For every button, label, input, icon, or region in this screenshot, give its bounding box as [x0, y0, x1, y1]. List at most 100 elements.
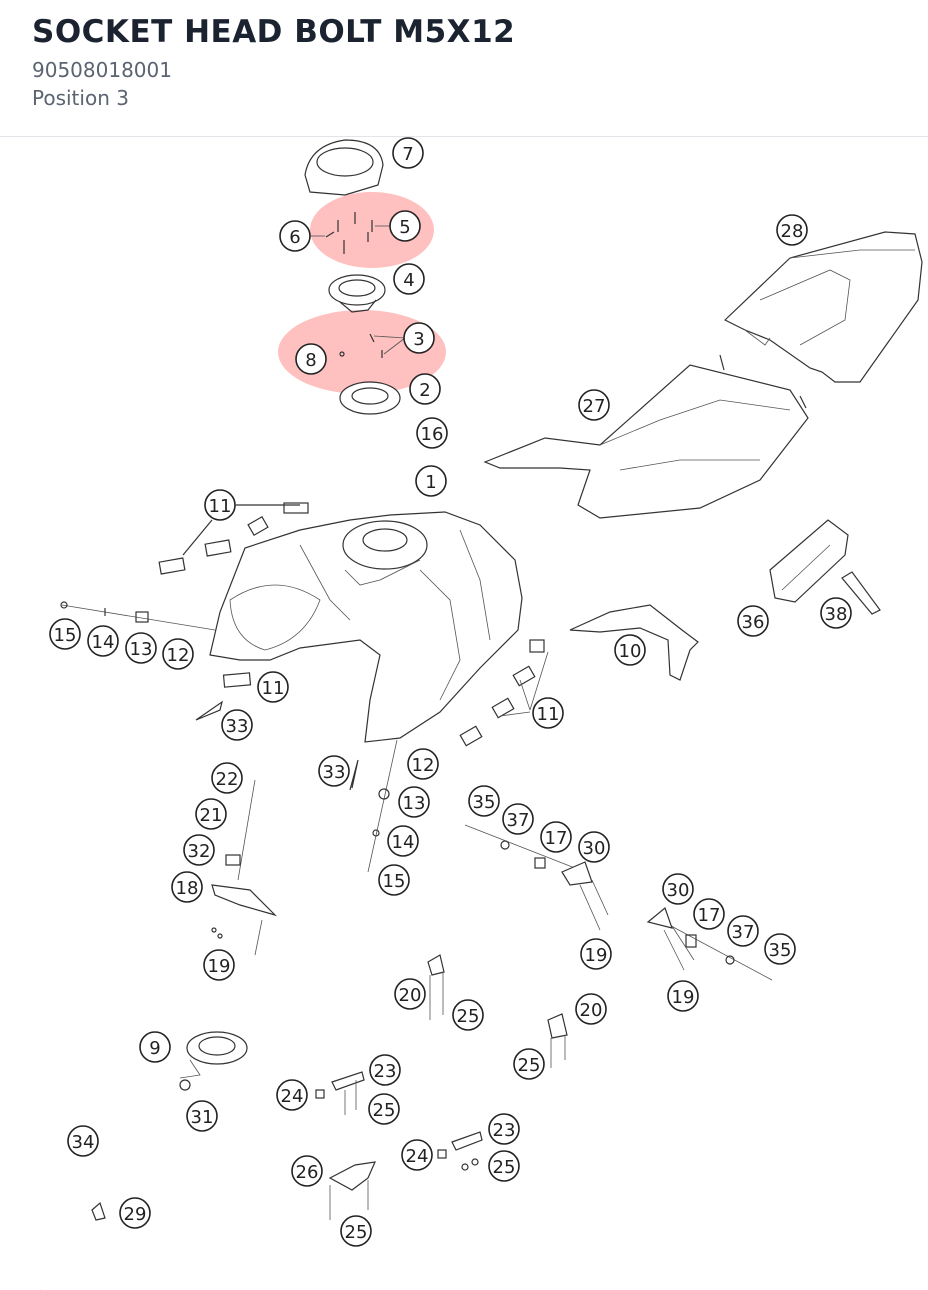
- callout-7[interactable]: 7: [392, 137, 424, 169]
- callout-30-upper[interactable]: 30: [578, 831, 610, 863]
- callout-33-left[interactable]: 33: [221, 709, 253, 741]
- svg-text:22: 22: [216, 769, 239, 790]
- fuel-filler-flange: [339, 381, 401, 415]
- bracket-left: [211, 779, 278, 956]
- callout-34[interactable]: 34: [67, 1125, 99, 1157]
- callout-24-b[interactable]: 24: [401, 1139, 433, 1171]
- callout-11-left[interactable]: 11: [257, 671, 289, 703]
- callout-23-b[interactable]: 23: [488, 1113, 520, 1145]
- callout-11-right[interactable]: 11: [532, 697, 564, 729]
- callout-14-left[interactable]: 14: [87, 625, 119, 657]
- svg-text:20: 20: [399, 985, 422, 1006]
- tank-mount: [349, 739, 398, 873]
- svg-text:17: 17: [545, 828, 568, 849]
- callout-15-mid[interactable]: 15: [378, 864, 410, 896]
- svg-text:19: 19: [585, 945, 608, 966]
- svg-text:14: 14: [92, 632, 115, 653]
- callout-19-right[interactable]: 19: [667, 980, 699, 1012]
- callout-15-left[interactable]: 15: [49, 618, 81, 650]
- callout-38[interactable]: 38: [820, 597, 852, 629]
- callout-19-mid[interactable]: 19: [580, 938, 612, 970]
- svg-text:33: 33: [226, 716, 249, 737]
- bracket-20-b: [547, 1013, 568, 1068]
- callout-17-lower[interactable]: 17: [693, 898, 725, 930]
- callout-36[interactable]: 36: [737, 605, 769, 637]
- svg-text:35: 35: [769, 940, 792, 961]
- callout-13-mid[interactable]: 13: [398, 786, 430, 818]
- svg-text:18: 18: [176, 878, 199, 899]
- callout-21[interactable]: 21: [195, 798, 227, 830]
- callout-17-upper[interactable]: 17: [540, 821, 572, 853]
- fuel-tank: [209, 511, 523, 743]
- callout-37-lower[interactable]: 37: [727, 915, 759, 947]
- callout-25-a[interactable]: 25: [452, 999, 484, 1031]
- bracket-23-b: [437, 1131, 483, 1171]
- bolts-3-8: [339, 333, 383, 358]
- callout-35-upper[interactable]: 35: [468, 785, 500, 817]
- callout-27[interactable]: 27: [578, 389, 610, 421]
- svg-text:4: 4: [403, 270, 414, 291]
- callout-16[interactable]: 16: [416, 417, 448, 449]
- svg-text:8: 8: [305, 350, 316, 371]
- callout-5[interactable]: 5: [389, 210, 421, 242]
- callout-23-a[interactable]: 23: [369, 1054, 401, 1086]
- callout-4[interactable]: 4: [393, 263, 425, 295]
- svg-text:10: 10: [619, 641, 642, 662]
- callout-8[interactable]: 8: [295, 343, 327, 375]
- callout-25-c[interactable]: 25: [368, 1093, 400, 1125]
- callout-12-left[interactable]: 12: [162, 638, 194, 670]
- callout-22[interactable]: 22: [211, 762, 243, 794]
- side-cover: [769, 519, 849, 603]
- callout-24-a[interactable]: 24: [276, 1079, 308, 1111]
- svg-text:35: 35: [473, 792, 496, 813]
- svg-text:14: 14: [392, 832, 415, 853]
- callout-13-left[interactable]: 13: [125, 632, 157, 664]
- callout-33-mid[interactable]: 33: [318, 755, 350, 787]
- callout-25-e[interactable]: 25: [340, 1215, 372, 1247]
- callout-31[interactable]: 31: [186, 1100, 218, 1132]
- callout-9[interactable]: 9: [139, 1031, 171, 1063]
- callout-35-lower[interactable]: 35: [764, 933, 796, 965]
- svg-text:13: 13: [403, 793, 426, 814]
- callout-25-b[interactable]: 25: [513, 1048, 545, 1080]
- callout-26[interactable]: 26: [291, 1155, 323, 1187]
- callout-6[interactable]: 6: [279, 220, 311, 252]
- svg-text:25: 25: [493, 1157, 516, 1178]
- callout-37-upper[interactable]: 37: [502, 803, 534, 835]
- highlight-position-3: [278, 310, 446, 394]
- callout-11-upper[interactable]: 11: [204, 489, 236, 521]
- knee-pad: [569, 604, 699, 681]
- svg-text:36: 36: [742, 612, 765, 633]
- svg-text:24: 24: [406, 1146, 429, 1167]
- callout-19-left[interactable]: 19: [203, 949, 235, 981]
- callout-12-mid[interactable]: 12: [407, 748, 439, 780]
- callout-20-a[interactable]: 20: [394, 978, 426, 1010]
- callout-14-mid[interactable]: 14: [387, 825, 419, 857]
- callout-25-d[interactable]: 25: [488, 1150, 520, 1182]
- callout-18[interactable]: 18: [171, 871, 203, 903]
- svg-text:6: 6: [289, 227, 300, 248]
- rear-seat: [723, 231, 923, 383]
- exploded-parts-diagram[interactable]: 7 6 5 4 3 8 2 16 1 28 27 11 15 14 13 12 …: [0, 137, 928, 1290]
- callout-2[interactable]: 2: [409, 373, 441, 405]
- svg-text:16: 16: [421, 424, 444, 445]
- callout-10[interactable]: 10: [614, 634, 646, 666]
- callout-32[interactable]: 32: [183, 834, 215, 866]
- svg-text:25: 25: [373, 1100, 396, 1121]
- svg-text:21: 21: [200, 805, 223, 826]
- callout-30-lower[interactable]: 30: [662, 873, 694, 905]
- bolts-5-6: [325, 212, 373, 254]
- svg-text:15: 15: [54, 625, 77, 646]
- svg-text:30: 30: [667, 880, 690, 901]
- svg-text:25: 25: [518, 1055, 541, 1076]
- callout-3[interactable]: 3: [403, 322, 435, 354]
- callout-28[interactable]: 28: [776, 214, 808, 246]
- part-header: SOCKET HEAD BOLT M5X12 90508018001 Posit…: [0, 0, 928, 137]
- svg-text:27: 27: [583, 396, 606, 417]
- svg-text:13: 13: [130, 639, 153, 660]
- callout-29[interactable]: 29: [119, 1197, 151, 1229]
- callout-1[interactable]: 1: [415, 465, 447, 497]
- svg-text:26: 26: [296, 1162, 319, 1183]
- callout-20-b[interactable]: 20: [575, 993, 607, 1025]
- svg-text:29: 29: [124, 1204, 147, 1225]
